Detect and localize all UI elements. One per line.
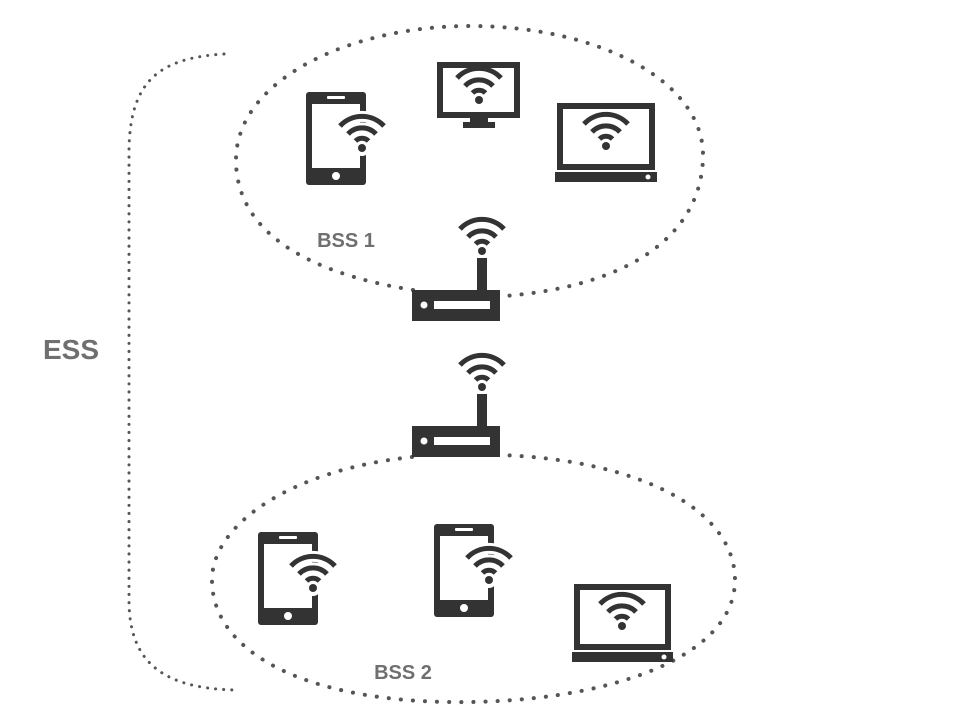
monitor-wifi-icon	[437, 62, 520, 128]
bss2-label: BSS 2	[374, 662, 432, 684]
wireless-access-point-icon	[412, 355, 504, 457]
laptop-wifi-icon	[572, 584, 673, 662]
ess-boundary	[127, 52, 236, 692]
wireless-access-point-icon	[412, 219, 504, 321]
laptop-wifi-icon	[555, 103, 657, 182]
bss1-boundary	[233, 23, 706, 298]
bss2-boundary	[209, 453, 738, 705]
bss1-label: BSS 1	[317, 230, 375, 252]
smartphone-wifi-icon	[434, 524, 511, 617]
ess-label: ESS	[43, 334, 99, 365]
smartphone-wifi-icon	[306, 92, 384, 185]
smartphone-wifi-icon	[258, 532, 335, 625]
